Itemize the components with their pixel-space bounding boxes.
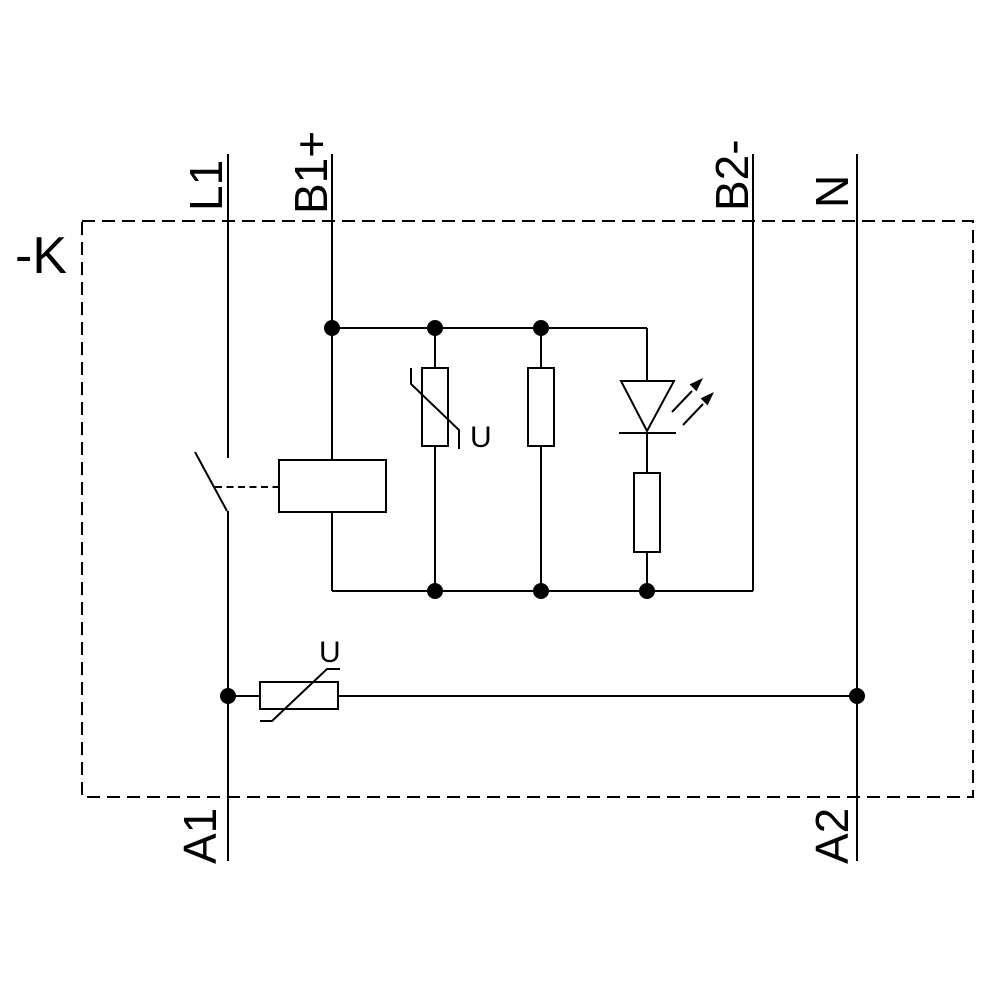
varistor-suppressor: U (410, 367, 492, 454)
varistor-body (421, 367, 449, 447)
junction-dot (849, 688, 865, 704)
terminal-label-a2: A2 (806, 808, 858, 864)
resistor (527, 367, 555, 447)
led-arrow-1-shaft (671, 390, 693, 413)
input-varistor: U (259, 636, 341, 722)
normally-open-contact (194, 451, 279, 512)
relay-coil (278, 459, 387, 513)
wires (227, 154, 858, 861)
terminal-label-a1: A1 (174, 808, 226, 864)
terminal-label-l1: L1 (180, 160, 232, 211)
terminal-label-b1: B1+ (285, 131, 337, 214)
led-series-resistor (633, 472, 661, 553)
led-triangle (619, 380, 676, 434)
led-emission-arrows (671, 378, 714, 426)
varistor-u-label: U (470, 421, 492, 454)
led-arrow-2-shaft (682, 403, 704, 426)
junction-dot (533, 583, 549, 599)
led-arrow-2-head (700, 392, 714, 406)
device-designator-label: -K (15, 227, 67, 285)
input-varistor-diagonal-stroke (260, 668, 340, 722)
terminal-label-b2: B2- (706, 139, 758, 211)
terminal-label-n: N (806, 175, 858, 208)
led-indicator (619, 378, 714, 553)
junction-dot (639, 583, 655, 599)
input-varistor-u-label: U (319, 636, 341, 669)
junction-dot (427, 583, 443, 599)
junction-dot (533, 320, 549, 336)
junction-dot (324, 320, 340, 336)
led-arrow-1-head (689, 378, 703, 392)
junction-dot (220, 688, 236, 704)
device-enclosure-border (81, 220, 974, 798)
junction-dots (220, 320, 865, 704)
junction-dot (427, 320, 443, 336)
varistor-diagonal-stroke (410, 368, 460, 449)
contact-blade (194, 451, 228, 512)
